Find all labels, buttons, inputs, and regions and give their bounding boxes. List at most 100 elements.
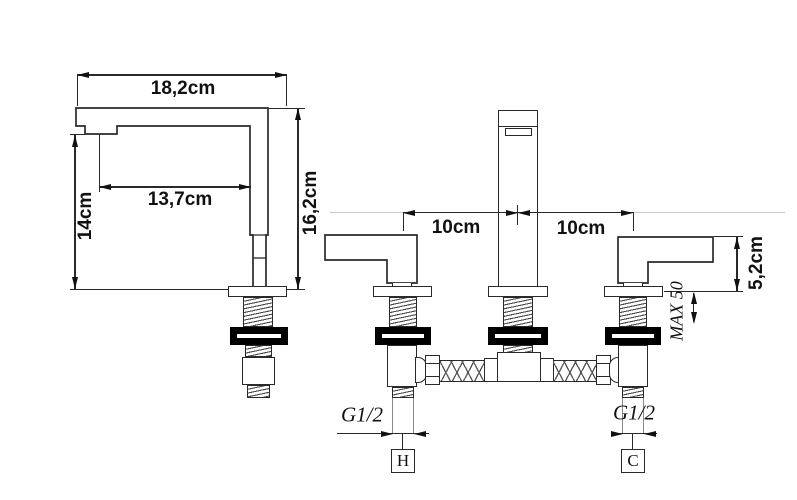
- right-handle-stem: [623, 283, 643, 287]
- dim-line-total-width: [77, 74, 287, 76]
- ext-line-total-width-left: [77, 74, 79, 106]
- spout-centreline-tick: [517, 205, 519, 225]
- label-right-spacing: 10cm: [556, 218, 606, 239]
- hot-inlet-tip: [392, 387, 414, 398]
- arrow-up-spout-height: [72, 135, 78, 147]
- ext-line-spacing-right: [633, 212, 635, 231]
- right-washer-tab-a: [605, 334, 612, 338]
- hot-marker-stub: [402, 433, 404, 449]
- side-view-valve-block: [242, 357, 275, 385]
- ext-line-total-height-bottom: [287, 289, 305, 291]
- centre-washer-tab-a: [488, 334, 495, 338]
- left-washer-bottom: [375, 338, 431, 345]
- arrow-up-total-height: [295, 108, 301, 120]
- cold-inlet-tip: [622, 387, 644, 398]
- left-washer-top: [375, 327, 431, 334]
- cold-tip-guide-right: [643, 398, 645, 433]
- hot-tip-guide-left: [392, 398, 394, 433]
- arrow-down-total-height: [295, 277, 301, 289]
- cold-hex-facet-b: [597, 376, 610, 377]
- side-view-washer-tab-left: [230, 334, 237, 338]
- ext-line-handle-height-bottom: [664, 291, 743, 293]
- dim-line-spout-reach: [99, 186, 251, 188]
- side-view-washer-top: [230, 327, 288, 334]
- hot-hex-facet-b: [426, 376, 439, 377]
- front-view-left-handle: [324, 234, 418, 284]
- centre-deck-flange: [488, 286, 548, 297]
- front-view-spout-cap-line: [498, 126, 538, 128]
- arrow-down-spout-height: [72, 277, 78, 289]
- side-view-deck-flange: [228, 286, 287, 297]
- side-view-inlet-tip: [247, 385, 270, 398]
- arrow-down-handle-height: [734, 279, 740, 291]
- arrow-spacing-right-end: [621, 210, 633, 216]
- side-view-lower-thread: [245, 345, 272, 357]
- arrow-left-total-width: [77, 72, 89, 78]
- dim-line-total-height: [297, 108, 299, 289]
- hot-tip-guide-right: [413, 398, 415, 433]
- hot-hex-facet-a: [426, 363, 439, 364]
- arrow-spacing-centre-left: [506, 210, 518, 216]
- label-handle-height: 5,2cm: [746, 236, 767, 290]
- right-threaded-shank: [619, 297, 647, 327]
- left-washer-tab-a: [375, 334, 382, 338]
- arrow-left-spout-reach: [99, 184, 111, 190]
- arrow-spacing-centre-right: [518, 210, 530, 216]
- label-total-height: 16,2cm: [300, 170, 321, 236]
- right-washer-tab-b: [654, 334, 661, 338]
- ext-line-spout-height-top: [70, 134, 85, 136]
- label-hot-thread: G1/2: [341, 402, 383, 427]
- cold-marker-box: C: [621, 449, 645, 473]
- arrow-right-total-width: [275, 72, 287, 78]
- arrow-down-max-deck: [691, 312, 697, 324]
- cold-tip-guide-left: [622, 398, 624, 433]
- deck-reference-line: [70, 289, 228, 291]
- side-view-threaded-shank: [243, 297, 273, 327]
- left-washer-tab-b: [424, 334, 431, 338]
- label-spout-height: 14cm: [75, 191, 96, 241]
- front-view-spout-outlet: [505, 128, 532, 136]
- arrow-right-spout-reach: [239, 184, 251, 190]
- dim-line-spout-height: [74, 135, 76, 289]
- label-max-deck: MAX 50: [666, 281, 687, 341]
- cold-marker-stub: [632, 433, 634, 449]
- label-total-width: 18,2cm: [150, 78, 216, 99]
- right-washer-bottom: [605, 338, 661, 345]
- ext-line-total-height-top: [268, 108, 305, 110]
- right-deck-flange: [604, 286, 663, 297]
- dim-line-handle-height: [736, 237, 738, 291]
- label-spout-reach: 13,7cm: [147, 189, 213, 210]
- front-view-right-handle: [617, 236, 714, 284]
- left-handle-stem: [392, 283, 412, 287]
- arrow-up-handle-height: [734, 237, 740, 249]
- hot-thread-arrow-left: [381, 431, 393, 437]
- centre-threaded-shank: [503, 297, 533, 327]
- left-threaded-shank: [389, 297, 417, 327]
- centre-washer-tab-b: [541, 334, 548, 338]
- ext-line-spacing-left: [403, 212, 405, 231]
- cold-thread-leader-line: [611, 433, 657, 435]
- cold-hex-facet-a: [597, 363, 610, 364]
- hot-hose-hex-nut: [425, 355, 440, 385]
- tee-hex-nut-right: [540, 358, 554, 382]
- ext-line-spout-reach: [99, 134, 101, 192]
- tee-body: [497, 352, 541, 382]
- dim-line-max-deck: [693, 293, 695, 322]
- centre-washer-bottom: [488, 338, 548, 345]
- centre-washer-top: [488, 327, 548, 334]
- front-view-spout-column: [498, 110, 538, 287]
- left-deck-flange: [373, 286, 432, 297]
- hot-braided-hose: [440, 360, 485, 382]
- ext-line-total-width-right: [286, 74, 288, 106]
- cold-thread-arrow-right: [644, 431, 656, 437]
- label-cold-thread: G1/2: [613, 400, 655, 425]
- tee-hex-nut-left: [484, 358, 498, 382]
- cold-valve-body: [618, 345, 648, 387]
- cold-thread-arrow-left: [611, 431, 623, 437]
- hot-thread-arrow-right: [414, 431, 426, 437]
- arrow-spacing-left-end: [403, 210, 415, 216]
- ext-line-handle-height-top: [714, 236, 743, 238]
- right-washer-top: [605, 327, 661, 334]
